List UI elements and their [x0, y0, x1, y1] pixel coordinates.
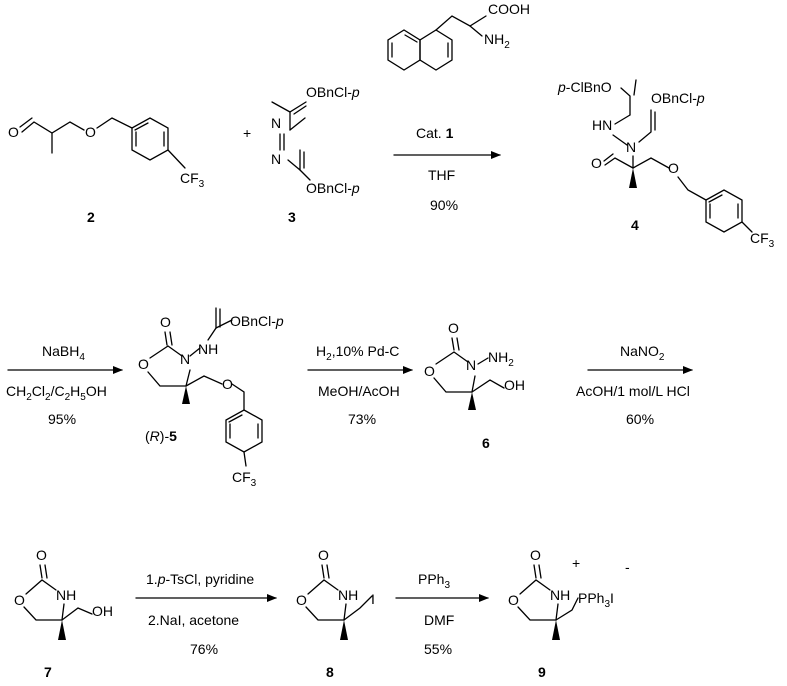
compound-number-9: 9	[538, 664, 546, 680]
cf3-group-5: CF3	[232, 469, 257, 489]
atom-o-carbonyl: O	[530, 547, 541, 563]
group-obncl-bottom: OBnCl-p	[306, 180, 360, 196]
reaction-arrow-2: NaBH4 CH2Cl2/C2H5OH 95%	[6, 343, 123, 427]
atom-n: N	[466, 357, 476, 373]
catalyst-structure: COOH NH2	[387, 1, 530, 71]
atom-i: I	[371, 591, 375, 607]
atom-o-ring: O	[14, 592, 25, 608]
arrow1-catalyst: Cat. 1	[416, 125, 454, 141]
arrow3-yield: 73%	[348, 411, 376, 427]
atom-o-ring: O	[138, 356, 149, 372]
group-obncl-top: OBnCl-p	[306, 84, 360, 100]
atom-o-carbonyl: O	[160, 314, 171, 330]
atom-o-ring: O	[296, 592, 307, 608]
atom-nh: NH	[56, 587, 76, 603]
group-pclbno: p-ClBnO	[557, 79, 612, 95]
cf3-group-4: CF3	[750, 230, 775, 250]
arrow5-step1: 1.p-TsCl, pyridine	[146, 571, 254, 587]
phosphonium-group: PPh3I	[578, 590, 614, 610]
atom-oh: OH	[92, 603, 113, 619]
compound-number-8: 8	[326, 664, 334, 680]
arrow2-solvent: CH2Cl2/C2H5OH	[6, 383, 107, 403]
reaction-arrow-6: PPh3 DMF 55%	[395, 571, 489, 657]
compound-number-7: 7	[44, 664, 52, 680]
atom-nh2: NH2	[488, 349, 514, 369]
cf3-group: CF3	[180, 170, 205, 190]
atom-o-ring: O	[424, 363, 435, 379]
compound-number-3: 3	[288, 209, 296, 225]
atom-o-carbonyl: O	[448, 320, 459, 336]
atom-o-aldehyde: O	[591, 155, 602, 171]
charge-minus: -	[625, 559, 630, 575]
atom-o-ether: O	[222, 376, 233, 392]
compound-number-2: 2	[87, 209, 95, 225]
group-obncl: OBnCl-p	[230, 313, 284, 329]
atom-nh: NH	[198, 341, 218, 357]
arrow1-solvent: THF	[428, 167, 455, 183]
arrow6-solvent: DMF	[424, 612, 454, 628]
arrow3-reagent: H2,10% Pd-C	[316, 343, 399, 363]
arrow5-yield: 76%	[190, 641, 218, 657]
group-obncl-right: OBnCl-p	[651, 90, 705, 106]
arrow2-reagent: NaBH4	[42, 343, 85, 363]
arrow2-yield: 95%	[48, 411, 76, 427]
arrow4-reagent: NaNO2	[620, 343, 665, 363]
arrow1-yield: 90%	[430, 197, 458, 213]
compound-3: OBnCl-p N N OBnCl-p 3	[271, 84, 360, 225]
reaction-arrow-5: 1.p-TsCl, pyridine 2.NaI, acetone 76%	[135, 571, 277, 657]
arrow6-reagent: PPh3	[418, 571, 450, 591]
arrow4-yield: 60%	[626, 411, 654, 427]
arrow3-solvent: MeOH/AcOH	[318, 383, 400, 399]
compound-number-4: 4	[631, 217, 639, 233]
atom-nh: NH	[550, 587, 570, 603]
compound-7: O O NH OH 7	[14, 547, 113, 680]
arrow5-step2: 2.NaI, acetone	[148, 612, 239, 628]
reaction-arrow-4: NaNO2 AcOH/1 mol/L HCl 60%	[576, 343, 693, 427]
compound-4: p-ClBnO OBnCl-p HN N O O CF3 4	[557, 79, 775, 250]
charge-plus: +	[572, 555, 580, 571]
atom-o-ring: O	[508, 592, 519, 608]
cooh-group: COOH	[488, 1, 530, 17]
compound-number-6: 6	[482, 435, 490, 451]
arrow6-yield: 55%	[424, 641, 452, 657]
atom-o-carbonyl: O	[36, 547, 47, 563]
compound-8: O O NH I 8	[296, 547, 375, 680]
compound-number-5: (R)-5	[145, 428, 177, 444]
reaction-arrow-3: H2,10% Pd-C MeOH/AcOH 73%	[307, 343, 413, 427]
atom-n2: N	[271, 151, 281, 167]
compound-2: O O CF3 2	[8, 117, 205, 225]
atom-o-carbonyl: O	[318, 547, 329, 563]
compound-5: O O N NH OBnCl-p O CF3 (R)-5	[138, 307, 284, 489]
nh2-group: NH2	[484, 31, 510, 51]
atom-n1: N	[271, 115, 281, 131]
atom-nh: NH	[338, 587, 358, 603]
atom-o: O	[8, 124, 19, 140]
arrow4-solvent: AcOH/1 mol/L HCl	[576, 383, 690, 399]
atom-hn: HN	[592, 117, 612, 133]
atom-o-ether: O	[85, 124, 96, 140]
atom-o-ether: O	[668, 160, 679, 176]
atom-oh: OH	[504, 377, 525, 393]
atom-n: N	[626, 139, 636, 155]
reaction-arrow-1: Cat. 1 THF 90%	[393, 125, 501, 213]
atom-n: N	[180, 351, 190, 367]
compound-9: O O NH + PPh3I - 9	[508, 547, 630, 680]
compound-6: O O N NH2 OH 6	[424, 320, 525, 451]
plus-sign: +	[243, 125, 251, 141]
